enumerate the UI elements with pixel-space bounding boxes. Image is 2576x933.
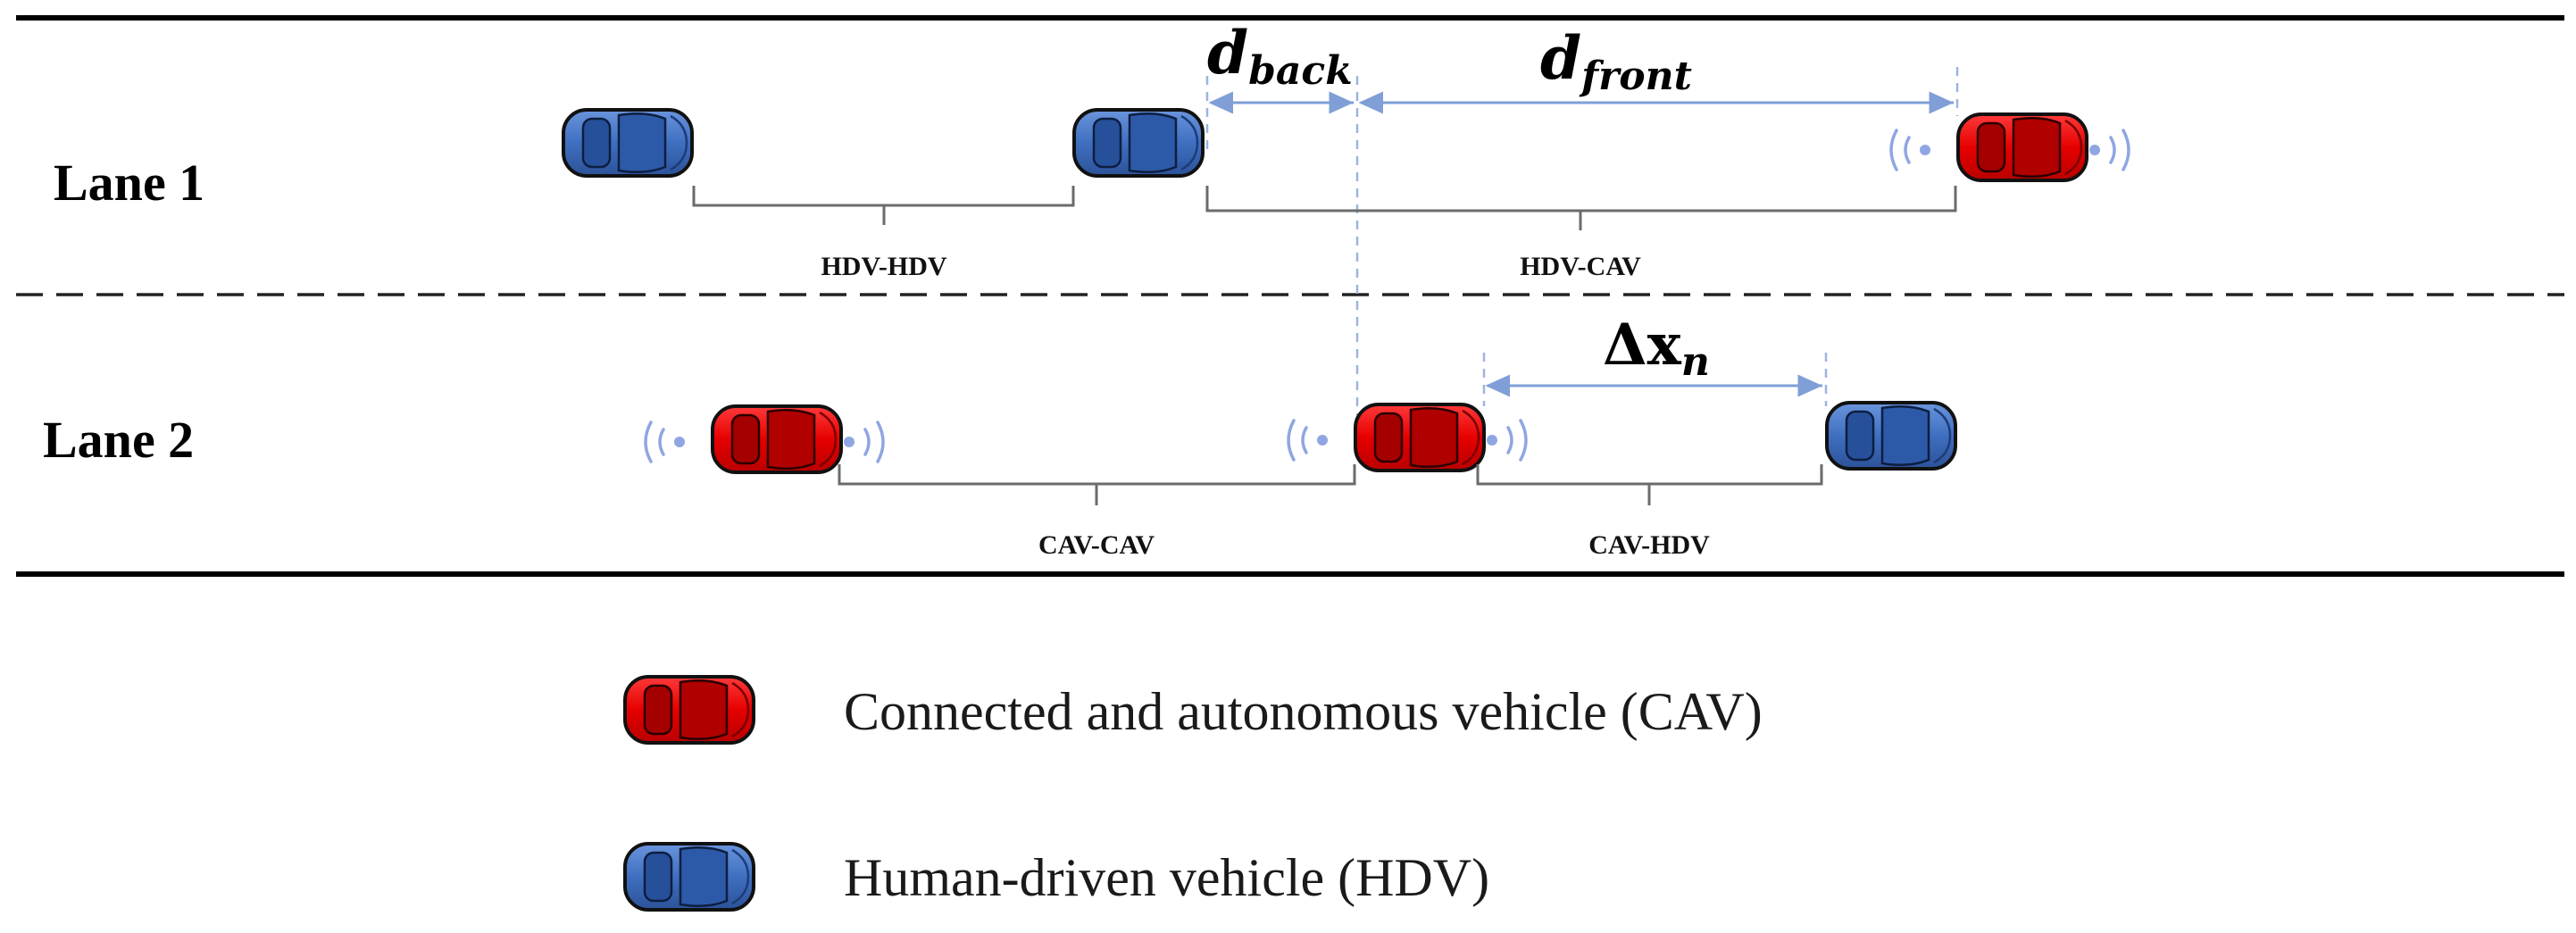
lane1-hdv-cav-label: HDV-CAV — [1520, 252, 1641, 281]
lane1-hdv-hdv-brace — [692, 186, 1075, 225]
lane2-cav-front-signal-left-icon — [1287, 419, 1330, 462]
legend-cav-icon — [623, 675, 755, 745]
legend-cav-text: Connected and autonomous vehicle (CAV) — [844, 682, 1763, 741]
lane1-cav-signal-left-icon — [1889, 129, 1932, 171]
lane2-cav-rear-signal-left-icon — [644, 421, 687, 463]
lane2-cav-rear — [711, 404, 843, 474]
dfront-label: dfront — [1540, 23, 1692, 99]
lane2-cav-hdv-label: CAV-HDV — [1588, 530, 1710, 560]
lane2-cav-rear-signal-right-icon — [842, 421, 885, 463]
lane1-cav-signal-right-icon — [2088, 129, 2130, 171]
delta-x-label: Δxn — [1603, 312, 1710, 385]
lane2-cav-cav-label: CAV-CAV — [1038, 530, 1155, 560]
lane-2-label: Lane 2 — [43, 411, 194, 469]
lane2-cav-front-signal-right-icon — [1485, 419, 1528, 462]
lane2-cav-front — [1354, 403, 1486, 472]
lane1-hdv-front — [1072, 108, 1205, 178]
lane2-cav-hdv-brace — [1476, 464, 1823, 505]
lane1-hdv-cav-brace — [1205, 186, 1957, 230]
lane2-cav-cav-brace — [838, 464, 1356, 505]
lane1-hdv-hdv-label: HDV-HDV — [821, 252, 946, 281]
lane1-hdv-rear — [562, 108, 694, 178]
legend-hdv-text: Human-driven vehicle (HDV) — [844, 848, 1489, 907]
lane-1-label: Lane 1 — [54, 154, 204, 212]
lane2-hdv — [1825, 401, 1957, 471]
lane1-cav — [1956, 112, 2088, 182]
dback-label: dback — [1207, 18, 1353, 94]
legend-hdv-icon — [623, 842, 755, 912]
